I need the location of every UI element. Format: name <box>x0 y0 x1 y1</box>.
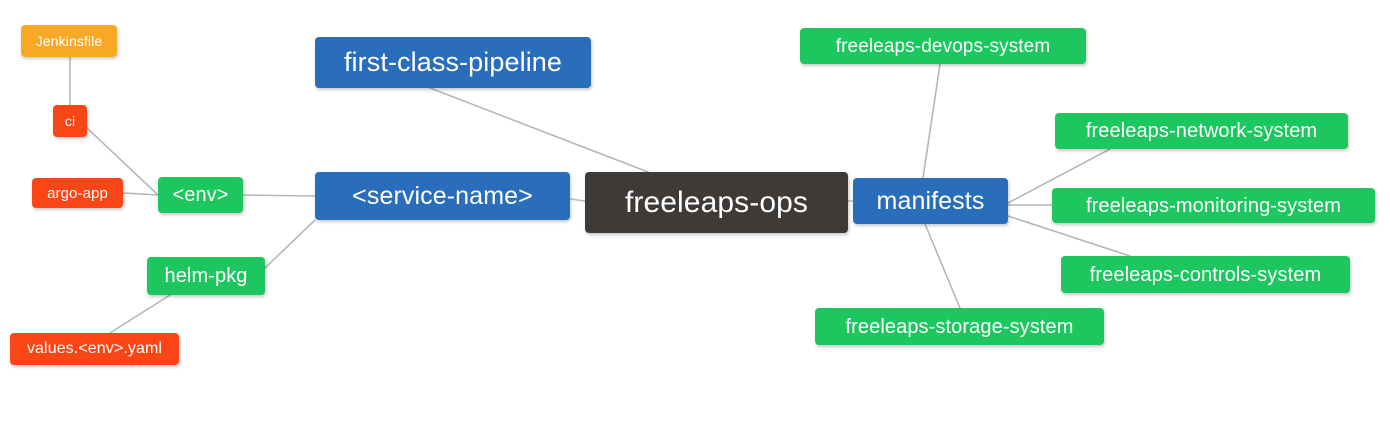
node-label: freeleaps-network-system <box>1085 120 1318 142</box>
node-label: manifests <box>876 186 985 215</box>
node-helm-pkg[interactable]: helm-pkg <box>147 257 265 295</box>
node-label: freeleaps-ops <box>624 185 809 219</box>
node-freeleaps-network-system[interactable]: freeleaps-network-system <box>1055 113 1348 149</box>
node-label: Jenkinsfile <box>35 33 103 49</box>
node-label: <env> <box>172 184 229 206</box>
edge-argo-app-to-env <box>122 192 159 196</box>
node-label: helm-pkg <box>164 265 248 287</box>
node-label: <service-name> <box>352 181 533 210</box>
edge-env-to-service-name <box>242 194 316 197</box>
node-label: ci <box>64 113 76 129</box>
node-freeleaps-ops[interactable]: freeleaps-ops <box>585 172 848 233</box>
node-service-name[interactable]: <service-name> <box>315 172 570 220</box>
node-freeleaps-storage-system[interactable]: freeleaps-storage-system <box>815 308 1104 345</box>
node-label: freeleaps-monitoring-system <box>1085 194 1341 217</box>
node-freeleaps-monitoring-system[interactable]: freeleaps-monitoring-system <box>1052 188 1375 223</box>
node-label: values.<env>.yaml <box>26 340 163 357</box>
node-label: first-class-pipeline <box>343 47 563 77</box>
edge-manifests-to-freeleaps-storage-system <box>924 223 961 309</box>
node-first-class-pipeline[interactable]: first-class-pipeline <box>315 37 591 88</box>
edge-first-class-pipeline-to-freeleaps-ops <box>429 87 649 173</box>
node-manifests[interactable]: manifests <box>853 178 1008 224</box>
node-ci[interactable]: ci <box>53 105 87 137</box>
node-label: argo-app <box>47 184 108 202</box>
edge-service-name-to-freeleaps-ops <box>569 198 586 202</box>
node-freeleaps-controls-system[interactable]: freeleaps-controls-system <box>1061 256 1350 293</box>
node-env[interactable]: <env> <box>158 177 243 213</box>
node-label: freeleaps-storage-system <box>845 315 1074 338</box>
node-label: freeleaps-devops-system <box>835 35 1051 57</box>
node-freeleaps-devops-system[interactable]: freeleaps-devops-system <box>800 28 1086 64</box>
edge-manifests-to-freeleaps-devops-system <box>922 63 941 179</box>
node-label: freeleaps-controls-system <box>1089 263 1322 286</box>
node-argo-app[interactable]: argo-app <box>32 178 123 208</box>
node-jenkinsfile[interactable]: Jenkinsfile <box>21 25 117 57</box>
edge-service-name-to-helm-pkg <box>264 219 316 269</box>
edge-helm-pkg-to-values-env-yaml <box>109 294 171 334</box>
node-values-env-yaml[interactable]: values.<env>.yaml <box>10 333 179 365</box>
